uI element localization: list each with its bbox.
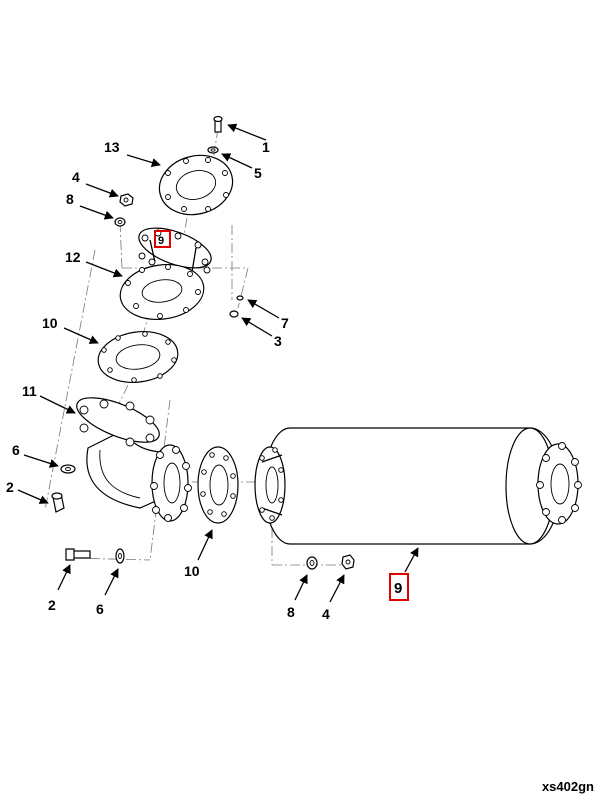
washer-part-6-bottom xyxy=(115,548,125,564)
nut-part-3 xyxy=(229,310,239,318)
callout-12: 12 xyxy=(65,249,81,265)
callout-6-left: 6 xyxy=(12,442,20,458)
callout-labels: 1 5 13 4 8 12 7 3 10 11 6 2 10 2 6 8 4 xyxy=(6,139,330,622)
gasket-part-13 xyxy=(158,154,234,216)
callout-9-main: 9 xyxy=(394,580,402,597)
callout-8-bottom: 8 xyxy=(287,604,295,620)
washer-part-8-bottom xyxy=(306,556,318,570)
washer-part-6-left xyxy=(60,464,76,474)
callout-1: 1 xyxy=(262,139,270,155)
nut-part-4-top xyxy=(119,193,134,207)
callout-2-left: 2 xyxy=(6,479,14,495)
callout-10-bottom: 10 xyxy=(184,563,200,579)
bolt-part-2-bottom xyxy=(65,548,91,561)
bolt-part-1 xyxy=(213,115,223,133)
callout-11: 11 xyxy=(22,383,37,399)
callout-3: 3 xyxy=(274,333,282,349)
nut-part-4-bottom xyxy=(341,554,355,570)
catalog-id-label: xs402gn xyxy=(541,779,594,794)
highlighted-callout-9-main[interactable]: 9 xyxy=(389,573,409,601)
callout-4-bottom: 4 xyxy=(322,606,330,622)
washer-part-8-top xyxy=(114,217,126,227)
callout-9-small: 9 xyxy=(158,235,164,247)
flange-plate-part-12 xyxy=(119,264,205,320)
callout-7: 7 xyxy=(281,315,289,331)
bolt-part-2-left xyxy=(51,492,65,513)
callout-2-bottom: 2 xyxy=(48,597,56,613)
callout-4-top: 4 xyxy=(72,169,80,185)
gasket-part-10-top xyxy=(97,331,179,383)
gasket-part-10-bottom xyxy=(197,446,239,524)
washer-part-7 xyxy=(236,295,244,301)
highlighted-callout-9-small[interactable]: 9 xyxy=(154,230,171,248)
elbow-part-11 xyxy=(76,397,192,522)
flange-spool-upper xyxy=(138,227,212,274)
muffler-part-9 xyxy=(254,427,582,545)
washer-part-5 xyxy=(207,146,219,154)
callout-6-bottom: 6 xyxy=(96,601,104,617)
callout-8-top: 8 xyxy=(66,191,74,207)
callout-13: 13 xyxy=(104,139,120,155)
leader-arrows xyxy=(17,123,419,603)
callout-10-top: 10 xyxy=(42,315,58,331)
callout-5: 5 xyxy=(254,165,262,181)
